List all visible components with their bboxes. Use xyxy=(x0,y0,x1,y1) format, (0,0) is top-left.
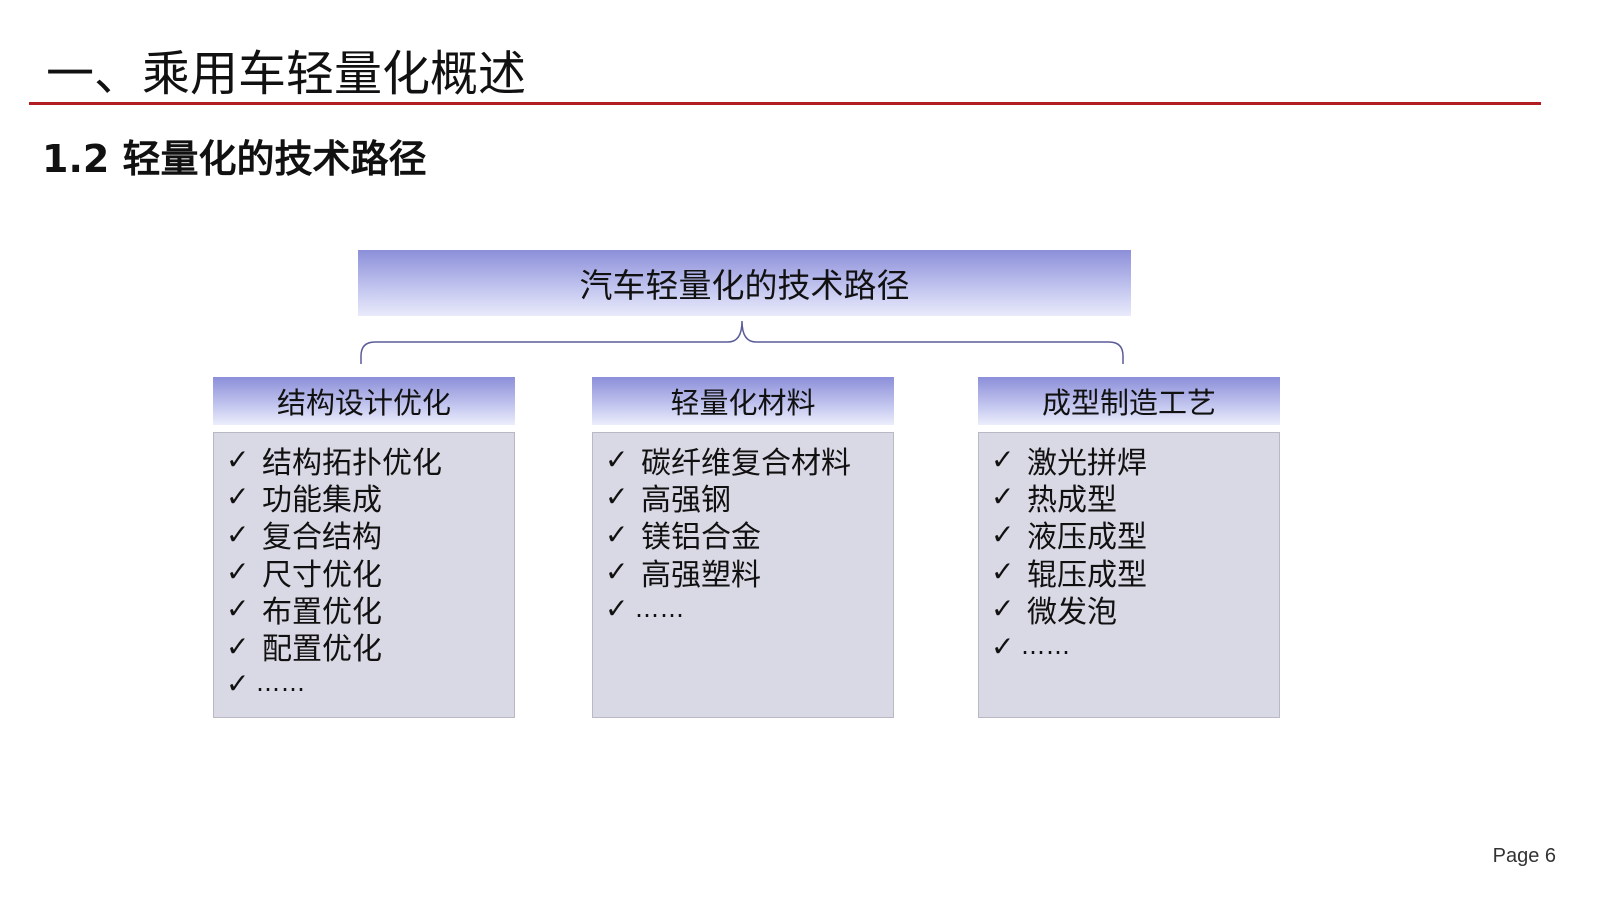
item-list: ✓激光拼焊 ✓热成型 ✓液压成型 ✓辊压成型 ✓微发泡 ✓…… xyxy=(979,433,1279,665)
checkmark-icon: ✓ xyxy=(226,592,250,626)
list-item: ✓ 高强钢 xyxy=(605,478,893,518)
list-item: ✓…… xyxy=(991,627,1279,664)
list-item: ✓ 结构拓扑优化 xyxy=(226,441,514,481)
list-item: ✓ 碳纤维复合材料 xyxy=(605,441,893,481)
item-label: 配置优化 xyxy=(262,632,382,668)
checkmark-icon: ✓ xyxy=(991,443,1015,477)
item-label: 尺寸优化 xyxy=(262,557,382,593)
item-label: 辊压成型 xyxy=(1027,557,1147,593)
checkmark-icon: ✓ xyxy=(605,517,629,551)
checkmark-icon: ✓ xyxy=(991,592,1015,626)
checkmark-icon: ✓ xyxy=(226,443,250,477)
checkmark-icon: ✓ xyxy=(991,555,1015,589)
item-label: 液压成型 xyxy=(1027,520,1147,556)
list-item: ✓ 热成型 xyxy=(991,478,1279,518)
checkmark-icon: ✓ xyxy=(226,555,250,589)
list-item: ✓ 功能集成 xyxy=(226,478,514,518)
title-divider xyxy=(29,102,1541,105)
item-label: …… xyxy=(635,594,685,623)
item-label: 复合结构 xyxy=(262,520,382,556)
checkmark-icon: ✓ xyxy=(226,666,250,700)
diagram-root-label: 汽车轻量化的技术路径 xyxy=(579,266,910,305)
item-label: …… xyxy=(256,669,306,698)
list-item: ✓ 尺寸优化 xyxy=(226,553,514,593)
item-label: 功能集成 xyxy=(262,482,382,518)
item-label: 热成型 xyxy=(1027,482,1117,518)
category-header-processes: 成型制造工艺 xyxy=(978,377,1280,425)
item-label: 高强钢 xyxy=(641,482,731,518)
checkmark-icon: ✓ xyxy=(226,629,250,663)
category-panel-structure: ✓结构拓扑优化 ✓功能集成 ✓复合结构 ✓尺寸优化 ✓布置优化 ✓配置优化 ✓…… xyxy=(213,432,515,718)
list-item: ✓ 配置优化 xyxy=(226,627,514,668)
list-item: ✓ 液压成型 xyxy=(991,516,1279,556)
category-panel-materials: ✓碳纤维复合材料 ✓高强钢 ✓镁铝合金 ✓高强塑料 ✓…… xyxy=(592,432,894,718)
checkmark-icon: ✓ xyxy=(991,480,1015,514)
slide-title: 一、乘用车轻量化概述 xyxy=(46,46,527,102)
list-item: ✓ 高强塑料 xyxy=(605,553,893,593)
item-list: ✓碳纤维复合材料 ✓高强钢 ✓镁铝合金 ✓高强塑料 ✓…… xyxy=(593,433,893,627)
item-label: 镁铝合金 xyxy=(641,520,761,556)
section-subtitle: 1.2 轻量化的技术路径 xyxy=(42,137,427,181)
category-title: 成型制造工艺 xyxy=(1041,386,1216,420)
checkmark-icon: ✓ xyxy=(605,443,629,477)
list-item: ✓ 激光拼焊 xyxy=(991,441,1279,481)
page-number: Page 6 xyxy=(1492,845,1556,867)
checkmark-icon: ✓ xyxy=(605,592,629,626)
category-header-structure: 结构设计优化 xyxy=(213,377,515,425)
list-item: ✓ 布置优化 xyxy=(226,590,514,630)
checkmark-icon: ✓ xyxy=(226,480,250,514)
item-label: 激光拼焊 xyxy=(1027,445,1147,481)
list-item: ✓ 辊压成型 xyxy=(991,553,1279,593)
checkmark-icon: ✓ xyxy=(605,480,629,514)
item-label: 微发泡 xyxy=(1027,594,1117,630)
list-item: ✓ 微发泡 xyxy=(991,590,1279,630)
category-panel-processes: ✓激光拼焊 ✓热成型 ✓液压成型 ✓辊压成型 ✓微发泡 ✓…… xyxy=(978,432,1280,718)
category-title: 结构设计优化 xyxy=(276,386,451,420)
checkmark-icon: ✓ xyxy=(991,629,1015,663)
list-item: ✓ 复合结构 xyxy=(226,516,514,556)
list-item: ✓ 镁铝合金 xyxy=(605,516,893,556)
item-label: 高强塑料 xyxy=(641,557,761,593)
item-label: 碳纤维复合材料 xyxy=(641,445,851,481)
checkmark-icon: ✓ xyxy=(605,555,629,589)
item-label: 结构拓扑优化 xyxy=(262,445,442,481)
item-label: …… xyxy=(1021,632,1071,661)
item-label: 布置优化 xyxy=(262,594,382,630)
category-title: 轻量化材料 xyxy=(670,386,816,420)
list-item: ✓…… xyxy=(605,590,893,627)
list-item: ✓…… xyxy=(226,665,514,702)
diagram-root-node: 汽车轻量化的技术路径 xyxy=(358,250,1131,316)
item-list: ✓结构拓扑优化 ✓功能集成 ✓复合结构 ✓尺寸优化 ✓布置优化 ✓配置优化 ✓…… xyxy=(214,433,514,702)
checkmark-icon: ✓ xyxy=(991,517,1015,551)
category-header-materials: 轻量化材料 xyxy=(592,377,894,425)
checkmark-icon: ✓ xyxy=(226,517,250,551)
